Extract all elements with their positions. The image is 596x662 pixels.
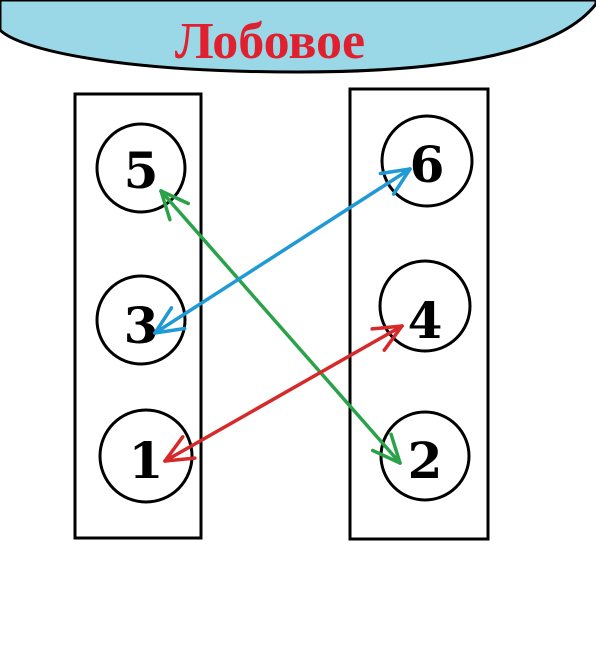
- arrow-red-1-4: [163, 324, 404, 463]
- header-banner: Лобовое: [0, 0, 596, 74]
- firing-order-arrows: [153, 167, 412, 465]
- cylinder-circle: [95, 122, 187, 214]
- cylinder-number: 4: [408, 291, 443, 350]
- header-title: Лобовое: [175, 13, 365, 70]
- arrowhead-blue: [378, 167, 412, 176]
- cylinder-left-top: 5: [95, 122, 187, 214]
- cylinder-number: 6: [410, 135, 445, 194]
- cylinder-number: 5: [124, 141, 159, 200]
- cylinder-number: 2: [408, 431, 443, 490]
- cylinder-circle: [95, 274, 187, 366]
- right-cylinder-bank: [348, 87, 490, 541]
- cylinder-left-middle: 3: [95, 274, 187, 366]
- header-ellipse: [0, 0, 596, 74]
- arrowhead-green: [159, 189, 172, 222]
- cylinder-number: 3: [124, 296, 159, 355]
- arrowhead-blue: [153, 306, 174, 335]
- cylinder-left-bottom: 1: [98, 408, 194, 504]
- cylinder-circle: [98, 408, 194, 504]
- arrowhead-blue: [153, 326, 187, 335]
- arrowhead-green: [370, 448, 402, 465]
- arrow-green-5-2: [159, 189, 402, 465]
- cylinder-right-top: 6: [380, 114, 474, 208]
- arrow-blue-3-6: [153, 167, 412, 335]
- cylinder-number: 1: [129, 431, 164, 490]
- cylinder-circle: [378, 259, 472, 353]
- arrowhead-red: [163, 435, 185, 463]
- arrowhead-green: [159, 189, 191, 206]
- arrowhead-blue: [391, 167, 412, 196]
- arrowhead-red: [163, 456, 197, 463]
- arrowhead-red: [382, 324, 404, 352]
- cylinder-circle: [380, 114, 474, 208]
- left-cylinder-bank: [73, 92, 203, 540]
- cylinder-right-middle: 4: [378, 259, 472, 353]
- arrowhead-red: [370, 324, 404, 331]
- arrowhead-green: [389, 432, 402, 465]
